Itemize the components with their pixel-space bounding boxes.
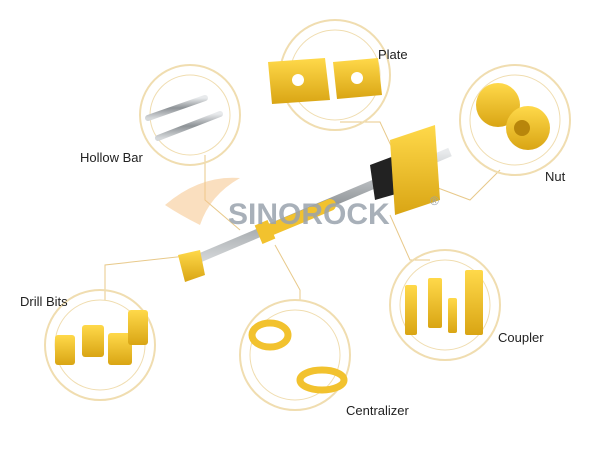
label-hollow-bar: Hollow Bar: [80, 150, 143, 165]
sinorock-logo: SINOROCK ®: [165, 177, 439, 231]
svg-text:SINOROCK: SINOROCK: [228, 198, 390, 231]
plate-image: [268, 58, 382, 104]
drill-bits-image: [55, 310, 148, 365]
svg-text:®: ®: [430, 194, 439, 208]
centralizer-image: [248, 319, 348, 394]
hollow-bar-image: [145, 95, 223, 141]
label-drill-bits: Drill Bits: [20, 294, 68, 309]
anchor-assembly: [178, 125, 452, 282]
connector-lines: [104, 121, 501, 300]
label-nut: Nut: [545, 169, 566, 184]
nut-image: [476, 83, 550, 150]
label-coupler: Coupler: [498, 330, 544, 345]
label-centralizer: Centralizer: [346, 403, 409, 418]
coupler-image: [405, 270, 483, 335]
label-plate: Plate: [378, 47, 408, 62]
